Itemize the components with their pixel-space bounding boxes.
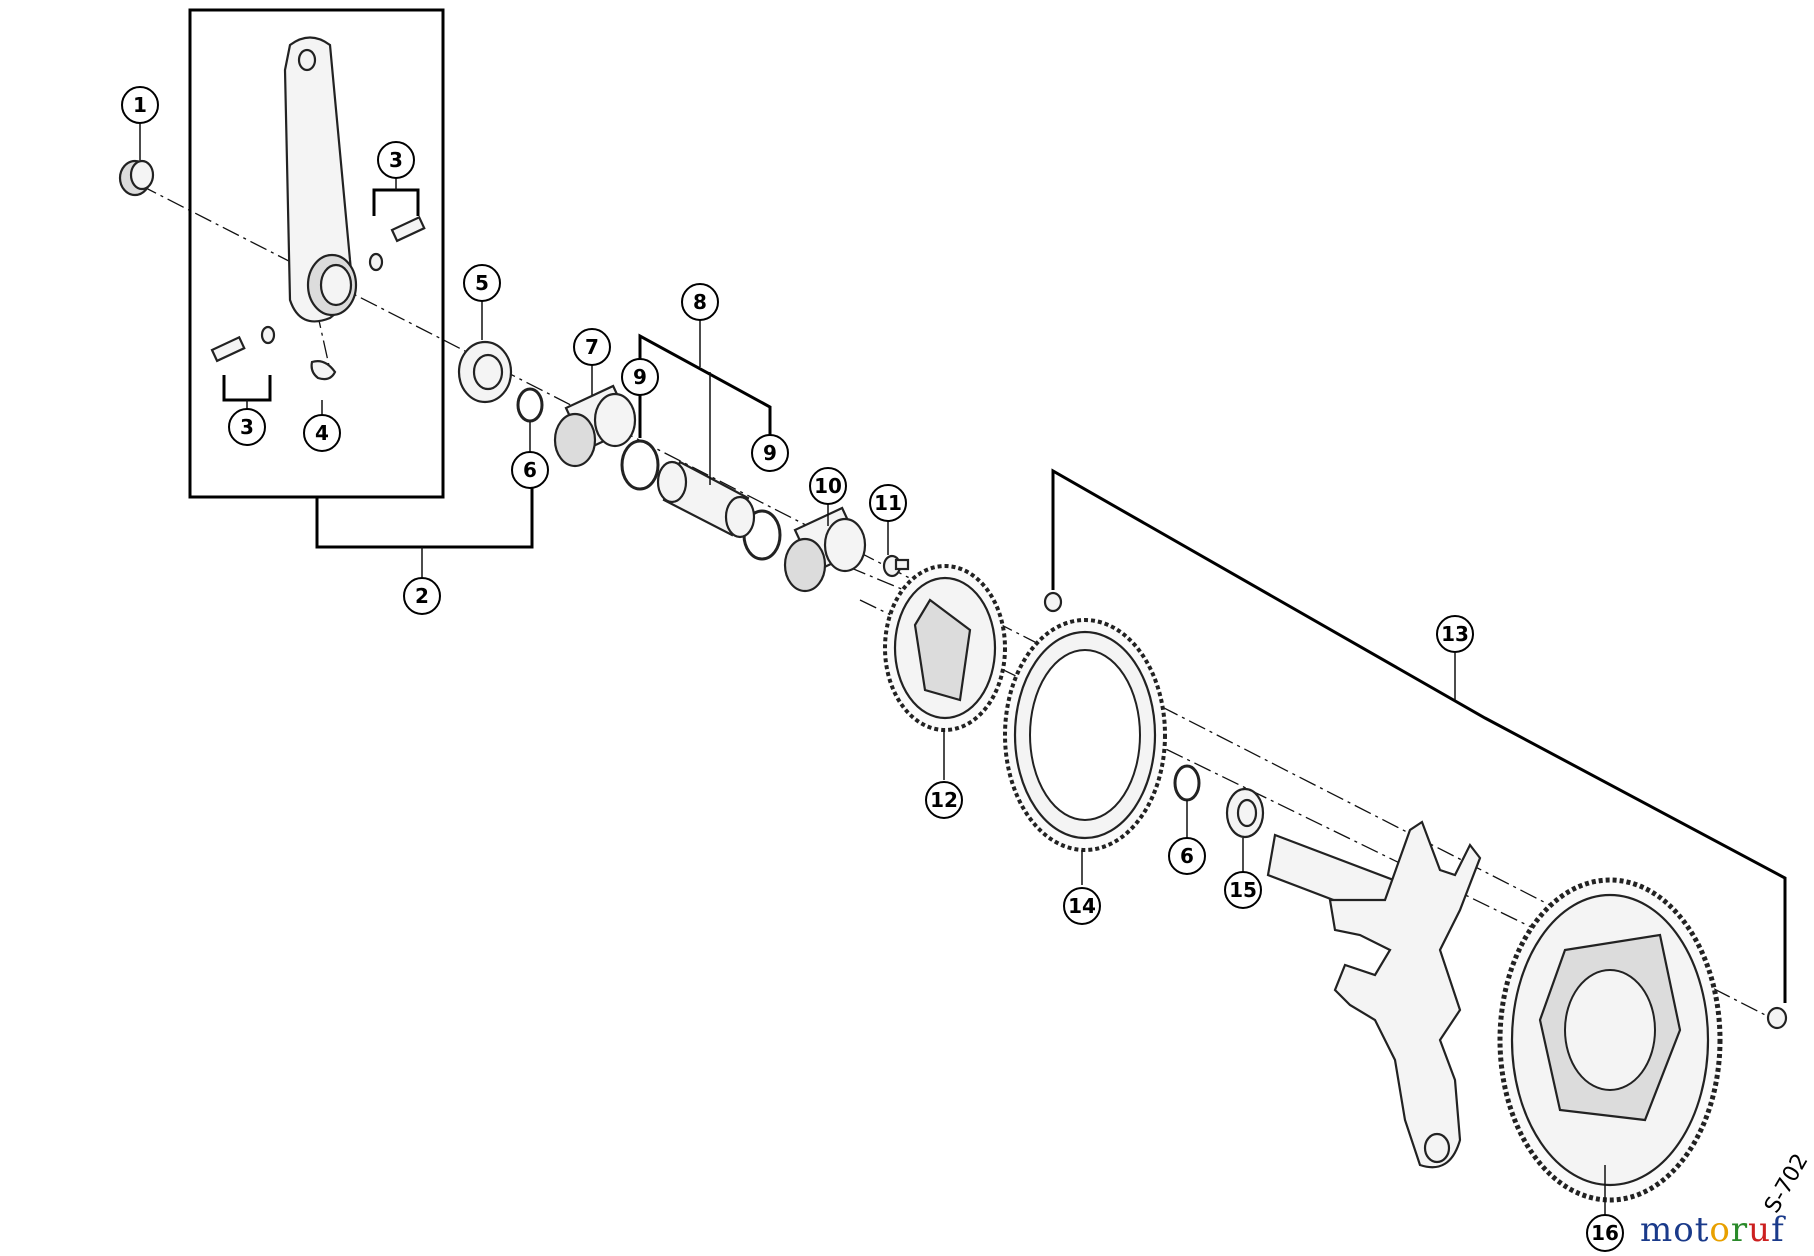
safety-plate-part (310, 360, 337, 381)
callout-8: 8 (681, 283, 719, 321)
brand-letter: t (1694, 1210, 1710, 1250)
middle-chainring-part (1003, 618, 1167, 852)
callout-7: 7 (573, 328, 611, 366)
callout-16: 16 (1586, 1214, 1624, 1252)
callout-2: 2 (403, 577, 441, 615)
brand-letter: m (1640, 1210, 1674, 1250)
brand-letter: o (1709, 1210, 1731, 1250)
callout-6-right: 6 (1168, 837, 1206, 875)
bb-cup-right-part (783, 506, 867, 593)
callout-15: 15 (1224, 871, 1262, 909)
callout-8-label: 8 (693, 290, 707, 314)
fixing-nut-upper-part (1043, 591, 1063, 613)
callout-13-label: 13 (1441, 622, 1469, 646)
callout-10-label: 10 (814, 474, 842, 498)
callout-7-label: 7 (585, 335, 599, 359)
callout-9-right: 9 (751, 434, 789, 472)
left-crank-arm-part (283, 36, 358, 323)
callout-12: 12 (925, 781, 963, 819)
chainring-bolt-part (882, 554, 910, 578)
callout-5-label: 5 (475, 271, 489, 295)
spacer-part (1225, 787, 1265, 839)
callout-10: 10 (809, 467, 847, 505)
washer-part (457, 340, 513, 404)
callout-3-upper-label: 3 (389, 148, 403, 172)
callout-6-left: 6 (511, 451, 549, 489)
callout-14: 14 (1063, 887, 1101, 925)
o-ring-left-part (516, 387, 544, 423)
right-crank-arm-part (1266, 820, 1482, 1169)
bracket-lines (139, 124, 1787, 1215)
callout-6-right-label: 6 (1180, 844, 1194, 868)
watermark-brand: motoruf (1640, 1210, 1785, 1250)
callout-16-label: 16 (1591, 1221, 1619, 1245)
brand-letter: o (1673, 1210, 1695, 1250)
callout-11-label: 11 (874, 491, 902, 515)
callout-2-label: 2 (415, 584, 429, 608)
callout-4: 4 (303, 414, 341, 452)
callout-3-upper: 3 (377, 141, 415, 179)
callout-3-lower-label: 3 (240, 415, 254, 439)
brand-letter: u (1748, 1210, 1772, 1250)
callout-13: 13 (1436, 615, 1474, 653)
brand-letter: r (1730, 1210, 1749, 1250)
callout-6-left-label: 6 (523, 458, 537, 482)
callout-3-lower: 3 (228, 408, 266, 446)
callout-15-label: 15 (1229, 878, 1257, 902)
small-chainring-part (883, 564, 1007, 732)
spacer-ring-left-part (620, 439, 660, 491)
fixing-nut-lower-part (1766, 1006, 1788, 1030)
brand-letter: f (1771, 1210, 1785, 1250)
callout-1: 1 (121, 86, 159, 124)
callout-1-label: 1 (133, 93, 147, 117)
callout-4-label: 4 (315, 421, 329, 445)
callout-5: 5 (463, 264, 501, 302)
callout-11: 11 (869, 484, 907, 522)
pinch-bolt-upper-part (368, 215, 426, 272)
callout-9-right-label: 9 (763, 441, 777, 465)
callout-9-left-label: 9 (633, 365, 647, 389)
callout-12-label: 12 (930, 788, 958, 812)
o-ring-right-part (1173, 764, 1201, 802)
callout-9-left: 9 (621, 358, 659, 396)
pinch-bolt-lower-part (210, 325, 276, 363)
callouts: 1 2 3 3 4 5 6 6 (121, 86, 1624, 1252)
inner-sleeve-part (656, 460, 756, 539)
bb-cup-left-part (553, 384, 637, 468)
crank-cap-part (118, 159, 155, 197)
large-chainring-part (1497, 877, 1723, 1203)
callout-14-label: 14 (1068, 894, 1096, 918)
